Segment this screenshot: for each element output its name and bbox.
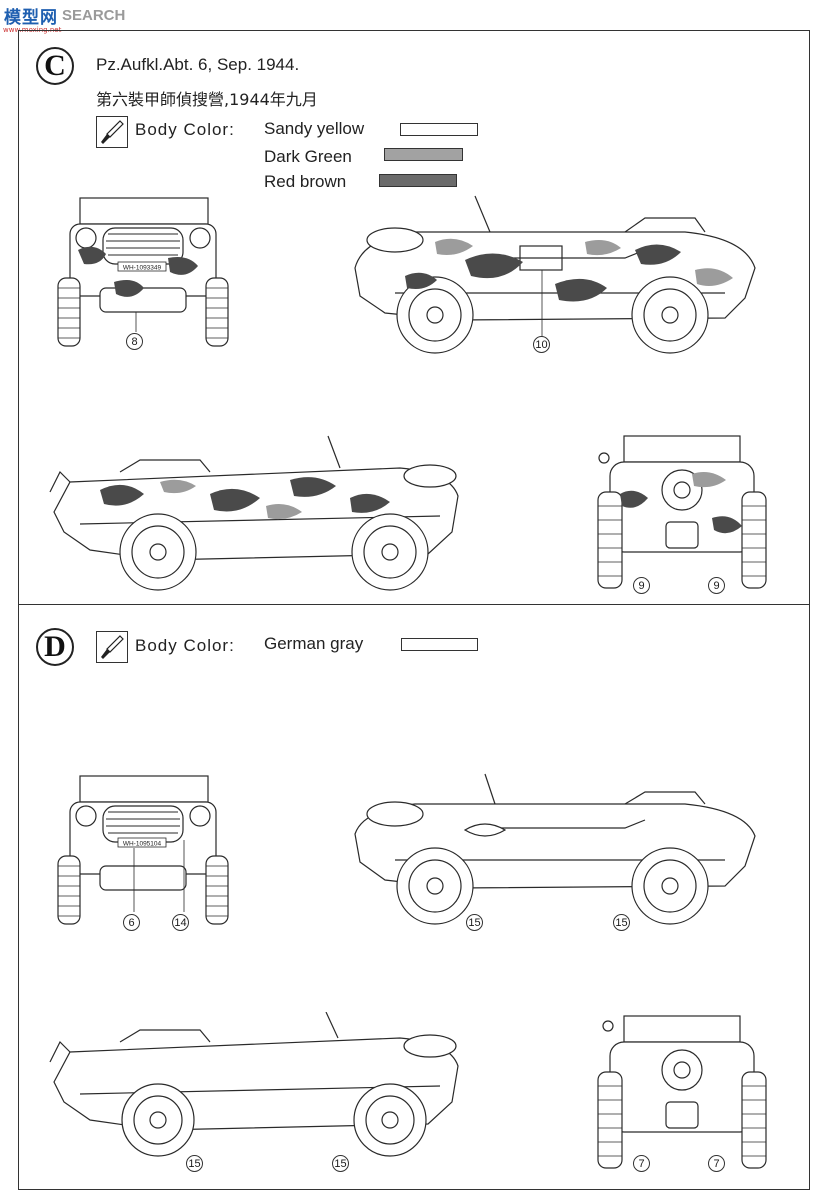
watermark-logo: 模型网 [4, 7, 58, 28]
swatch-sandy-yellow [400, 123, 478, 136]
schwimmwagen-front-view-d: WH-1095104 [57, 775, 229, 925]
callout-15-d-right-front: 15 [466, 914, 483, 931]
color-name-german-gray: German gray [264, 634, 364, 653]
license-plate-d: WH-1095104 [123, 841, 162, 848]
section-c-badge: C [36, 47, 74, 85]
paintbrush-icon [96, 116, 128, 148]
section-divider [18, 604, 810, 605]
swatch-dark-green [384, 148, 463, 161]
schwimmwagen-left-side-view-c [49, 435, 459, 591]
callout-9-right: 9 [708, 577, 725, 594]
swatch-red-brown [379, 174, 457, 187]
schwimmwagen-right-side-view-d [354, 773, 756, 925]
schwimmwagen-right-side-view-c [354, 195, 756, 354]
callout-7-left: 7 [633, 1155, 650, 1172]
paintbrush-icon [96, 631, 128, 663]
callout-6: 6 [123, 914, 140, 931]
color-name-red-brown: Red brown [264, 172, 347, 191]
callout-8: 8 [126, 333, 143, 350]
schwimmwagen-rear-view-c [597, 435, 767, 589]
schwimmwagen-rear-view-d [597, 1015, 767, 1169]
section-d-badge: D [36, 628, 74, 666]
color-name-dark-green: Dark Green [264, 147, 352, 166]
body-color-label: Body Color: [135, 120, 235, 139]
callout-14: 14 [172, 914, 189, 931]
unit-designation: Pz.Aufkl.Abt. 6, Sep. 1944. [96, 55, 300, 74]
swatch-german-gray [401, 638, 478, 651]
callout-15-d-left-rear: 15 [332, 1155, 349, 1172]
callout-15-d-left-front: 15 [186, 1155, 203, 1172]
unit-designation-cn: 第六裝甲師偵搜營,1944年九月 [96, 90, 318, 109]
schwimmwagen-front-view-c: WH-1093349 [57, 197, 229, 347]
watermark: 模型网 SEARCH [4, 2, 125, 28]
schwimmwagen-left-side-view-d [49, 1012, 459, 1157]
watermark-word: SEARCH [62, 6, 126, 24]
callout-15-d-right-rear: 15 [613, 914, 630, 931]
callout-10: 10 [533, 336, 550, 353]
page-frame [18, 30, 810, 1190]
body-color-label: Body Color: [135, 636, 235, 655]
license-plate-c: WH-1093349 [123, 265, 162, 272]
color-name-sandy-yellow: Sandy yellow [264, 119, 365, 138]
callout-9-left: 9 [633, 577, 650, 594]
callout-7-right: 7 [708, 1155, 725, 1172]
